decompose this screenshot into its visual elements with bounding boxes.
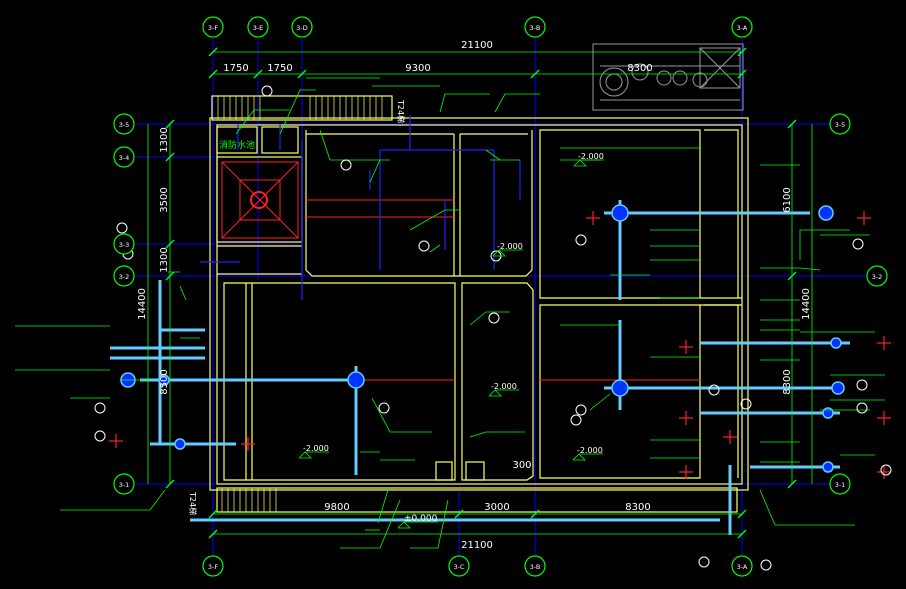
elev-center: -2.000 bbox=[491, 382, 517, 391]
axis-label-f-top: 3-F bbox=[208, 24, 218, 32]
dim-right-8300: 8300 bbox=[782, 369, 793, 394]
elevation-marks: -2.000 -2.000 -2.000 -2.000 -2.000 ±0.00… bbox=[298, 152, 604, 529]
axis-bubble-labels: 3-F 3-E 3-D 3-B 3-A 3-F 3-C 3-B 3-A 3-5 … bbox=[119, 24, 883, 571]
red-cross-marks bbox=[109, 211, 891, 479]
stair-labels: T24梯 T24梯 bbox=[188, 99, 406, 515]
axis-label-5-left: 3-5 bbox=[119, 121, 130, 129]
dim-top-8300: 8300 bbox=[627, 63, 652, 74]
room-label: 消防水池 bbox=[219, 139, 255, 151]
dim-left-1300-b: 1300 bbox=[159, 247, 170, 272]
dimension-texts: 21100 1750 1750 9300 8300 21100 9800 300… bbox=[137, 40, 812, 551]
pipes-thin bbox=[200, 115, 521, 300]
dim-bottom-3000: 3000 bbox=[484, 502, 509, 513]
dim-right-14400: 14400 bbox=[801, 288, 812, 320]
dim-left-1300: 1300 bbox=[159, 127, 170, 152]
axis-bubbles bbox=[113, 16, 888, 577]
tank-symbol: 消防水池 bbox=[219, 139, 299, 239]
axis-label-1-right: 3-1 bbox=[835, 481, 846, 489]
axis-label-3-left: 3-3 bbox=[119, 241, 130, 249]
axis-label-b-bottom: 3-B bbox=[530, 563, 541, 571]
dim-left-3500: 3500 bbox=[159, 187, 170, 212]
axis-label-b-top: 3-B bbox=[530, 24, 541, 32]
dim-bottom-overall: 21100 bbox=[461, 540, 493, 551]
axis-label-c-bottom: 3-C bbox=[453, 563, 464, 571]
dim-top-1750-a: 1750 bbox=[223, 63, 248, 74]
stair-label-top: T24梯 bbox=[396, 99, 406, 123]
elev-mid: -2.000 bbox=[497, 242, 523, 251]
dim-bottom-9800: 9800 bbox=[324, 502, 349, 513]
leader-lines bbox=[15, 77, 885, 549]
axis-label-e-top: 3-E bbox=[253, 24, 264, 32]
elev-top-right: -2.000 bbox=[578, 152, 604, 161]
dim-left-8500: 8500 bbox=[159, 369, 170, 394]
detail-markers bbox=[94, 85, 892, 571]
dim-left-14400: 14400 bbox=[137, 288, 148, 320]
elev-bottom-left: -2.000 bbox=[303, 444, 329, 453]
axis-label-1-left: 3-1 bbox=[119, 481, 130, 489]
dim-top-overall: 21100 bbox=[461, 40, 493, 51]
dim-bottom-8300: 8300 bbox=[625, 502, 650, 513]
axis-label-a-top: 3-A bbox=[737, 24, 748, 32]
stair-treads bbox=[217, 96, 383, 512]
elev-ground: ±0.000 bbox=[404, 514, 438, 524]
stair-label-bottom: T24梯 bbox=[188, 491, 198, 515]
axis-label-d-top: 3-D bbox=[296, 24, 308, 32]
dim-top-1750-b: 1750 bbox=[267, 63, 292, 74]
axis-label-2-right: 3-2 bbox=[872, 273, 883, 281]
axis-label-f-bottom: 3-F bbox=[208, 563, 218, 571]
axis-label-4-left: 3-4 bbox=[119, 154, 130, 162]
walls bbox=[209, 95, 749, 513]
axis-label-5-right: 3-5 bbox=[835, 121, 846, 129]
pipes bbox=[110, 200, 850, 535]
axis-label-a-bottom: 3-A bbox=[737, 563, 748, 571]
dim-right-6100: 6100 bbox=[782, 187, 793, 212]
dim-inner-300: 300 bbox=[512, 460, 531, 471]
axis-label-2-left: 3-2 bbox=[119, 273, 130, 281]
dimension-lines bbox=[147, 47, 813, 539]
dim-top-9300: 9300 bbox=[405, 63, 430, 74]
valves bbox=[120, 204, 845, 473]
elev-bottom-right: -2.000 bbox=[577, 446, 603, 455]
